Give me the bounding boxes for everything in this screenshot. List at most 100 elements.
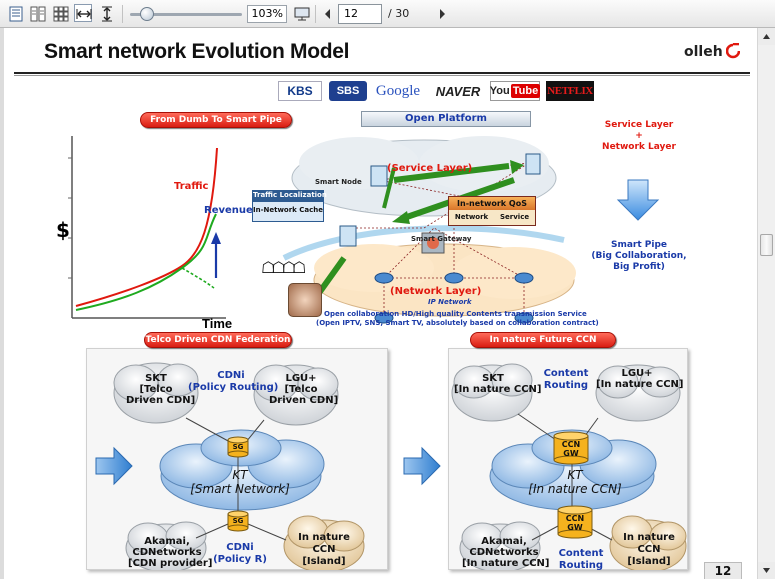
island-right-1: In nature bbox=[623, 532, 675, 543]
telco-federation-pill: Telco Driven CDN Federation bbox=[144, 332, 292, 348]
title-divider-thin bbox=[14, 75, 750, 76]
dumb-to-smart-pill: From Dumb To Smart Pipe bbox=[140, 112, 292, 128]
title-divider bbox=[14, 72, 750, 74]
zoom-level-field[interactable]: 103% bbox=[247, 5, 287, 23]
lgu-telco-label: LGU+ [Telco Driven CDN] bbox=[269, 373, 339, 406]
naver-logo: NAVER bbox=[435, 83, 481, 99]
content-routing-top-label: Content Routing bbox=[534, 368, 598, 392]
graph-y-label: $ bbox=[56, 218, 70, 242]
akamai-label-3: [CDN provider] bbox=[128, 558, 213, 569]
content-routing-top-1: Content bbox=[543, 368, 589, 379]
content-routing-bottom-1: Content bbox=[558, 548, 604, 559]
ccn-gw-bottom-2: GW bbox=[567, 523, 583, 532]
page-number-input[interactable]: 12 bbox=[338, 4, 382, 24]
skt-ccn-1: SKT bbox=[482, 373, 504, 384]
brand-logo-icon bbox=[726, 43, 740, 59]
skt-label-1: SKT bbox=[145, 373, 167, 384]
ccn-gw-top-1: CCN bbox=[561, 440, 581, 449]
in-network-qos-label: In-network QoS bbox=[449, 197, 535, 210]
fit-height-icon[interactable] bbox=[97, 4, 115, 22]
in-network-cache-label: In-Network Cache bbox=[253, 206, 324, 214]
right-network-layer: Network Layer bbox=[602, 142, 676, 152]
youtube-logo-part2: Tube bbox=[510, 84, 541, 98]
cdni-policy-r-label: CDNi (Policy R) bbox=[210, 542, 270, 566]
island-right-2: CCN bbox=[637, 544, 661, 555]
scroll-up-icon[interactable] bbox=[758, 28, 775, 45]
cdni-top-1: CDNi bbox=[217, 370, 245, 381]
toolbar-separator bbox=[122, 5, 123, 23]
zoom-slider-thumb[interactable] bbox=[140, 7, 154, 21]
two-page-view-icon[interactable] bbox=[28, 4, 46, 22]
caption-line-2: (Open IPTV, SNS, Smart TV, absolutely ba… bbox=[316, 319, 599, 327]
thumbnail-grid-icon[interactable] bbox=[51, 4, 69, 22]
toolbar-separator bbox=[315, 5, 316, 23]
presentation-monitor-icon[interactable] bbox=[292, 4, 310, 22]
page-total-label: / 30 bbox=[388, 7, 410, 20]
skt-telco-label: SKT [Telco Driven CDN] bbox=[126, 373, 196, 406]
island-right-3: [Island] bbox=[627, 556, 671, 567]
user-photo bbox=[288, 283, 322, 317]
island-left-1: In nature bbox=[298, 532, 350, 543]
scrollbar-thumb[interactable] bbox=[760, 234, 773, 256]
island-ccn-label-left: In nature CCN [Island] bbox=[294, 532, 354, 568]
island-left-3: [Island] bbox=[302, 556, 346, 567]
skt-label-2: [Telco bbox=[139, 384, 173, 395]
smart-pipe-profit: Big Profit) bbox=[613, 262, 665, 272]
ccn-gw-label-top: CCN GW bbox=[557, 440, 585, 458]
cdni-policy-routing-label: CDNi (Policy Routing) bbox=[188, 370, 279, 394]
service-plus-network-text: Service Layer + Network Layer bbox=[596, 120, 682, 153]
ip-network-label: IP Network bbox=[428, 298, 472, 306]
youtube-logo-part1: You bbox=[489, 85, 510, 97]
slide-title: Smart network Evolution Model bbox=[44, 40, 350, 63]
skt-label-3: Driven CDN] bbox=[126, 395, 196, 406]
ccn-gw-top-2: GW bbox=[563, 449, 579, 458]
content-routing-bottom-label: Content Routing bbox=[550, 548, 612, 572]
ccn-federation-diagram bbox=[451, 363, 687, 570]
island-ccn-label-right: In nature CCN [Island] bbox=[618, 532, 680, 568]
qos-service-label: Service bbox=[499, 213, 530, 221]
in-network-qos-box: In-network QoS Network Service bbox=[448, 196, 536, 226]
previous-page-icon[interactable] bbox=[318, 4, 336, 22]
content-routing-top-2: Routing bbox=[543, 380, 589, 391]
graph-x-label: Time bbox=[202, 316, 233, 331]
kt-label-2: [Smart Network] bbox=[190, 482, 290, 496]
zoom-slider-track[interactable] bbox=[130, 13, 242, 16]
caption-line-1: Open collaboration HD/High quality Conte… bbox=[324, 310, 587, 318]
vertical-scrollbar[interactable] bbox=[757, 28, 775, 579]
google-logo: Google bbox=[375, 82, 421, 99]
kt-smart-network-label: KT [Smart Network] bbox=[180, 468, 300, 496]
right-service-layer: Service Layer bbox=[604, 120, 674, 130]
scroll-down-icon[interactable] bbox=[758, 562, 775, 579]
lgu-label-1: LGU+ bbox=[285, 373, 317, 384]
fit-width-icon[interactable] bbox=[74, 4, 92, 22]
revenue-label: Revenue bbox=[204, 205, 253, 216]
lgu-label-3: Driven CDN] bbox=[269, 395, 339, 406]
akamai-ccn-label: Akamai, CDNetworks [In nature CCN] bbox=[462, 536, 549, 569]
kt-ccn-1: KT bbox=[567, 468, 583, 482]
telco-federation-diagram bbox=[113, 362, 365, 570]
slide-page: Smart network Evolution Model olleh KBS … bbox=[0, 28, 757, 579]
akamai-ccn-1: Akamai, bbox=[481, 536, 527, 547]
lgu-ccn-label: LGU+ [In nature CCN] bbox=[596, 368, 683, 390]
single-page-view-icon[interactable] bbox=[6, 4, 24, 22]
content-routing-bottom-2: Routing bbox=[558, 560, 604, 571]
network-layer-label: (Network Layer) bbox=[390, 286, 482, 297]
lgu-ccn-1: LGU+ bbox=[621, 368, 653, 379]
sg-label-top: SG bbox=[232, 443, 244, 451]
skt-ccn-2: [In nature CCN] bbox=[454, 384, 542, 395]
network-diagram bbox=[282, 136, 576, 324]
brand-logo-text: olleh bbox=[684, 44, 723, 60]
open-platform-box: Open Platform bbox=[361, 111, 531, 127]
kt-ccn-2: [In nature CCN] bbox=[528, 482, 622, 496]
akamai-ccn-2: CDNetworks bbox=[469, 547, 539, 558]
smart-pipe-collab: (Big Collaboration, bbox=[591, 251, 687, 261]
traffic-label: Traffic bbox=[174, 181, 209, 192]
kt-in-nature-ccn-label: KT [In nature CCN] bbox=[512, 468, 638, 496]
cdni-top-2: (Policy Routing) bbox=[188, 382, 279, 393]
smart-node-label: Smart Node bbox=[315, 178, 362, 186]
smart-pipe-title: Smart Pipe bbox=[610, 240, 668, 250]
next-page-icon[interactable] bbox=[432, 4, 450, 22]
lgu-label-2: [Telco bbox=[284, 384, 318, 395]
qos-network-label: Network bbox=[454, 213, 489, 221]
